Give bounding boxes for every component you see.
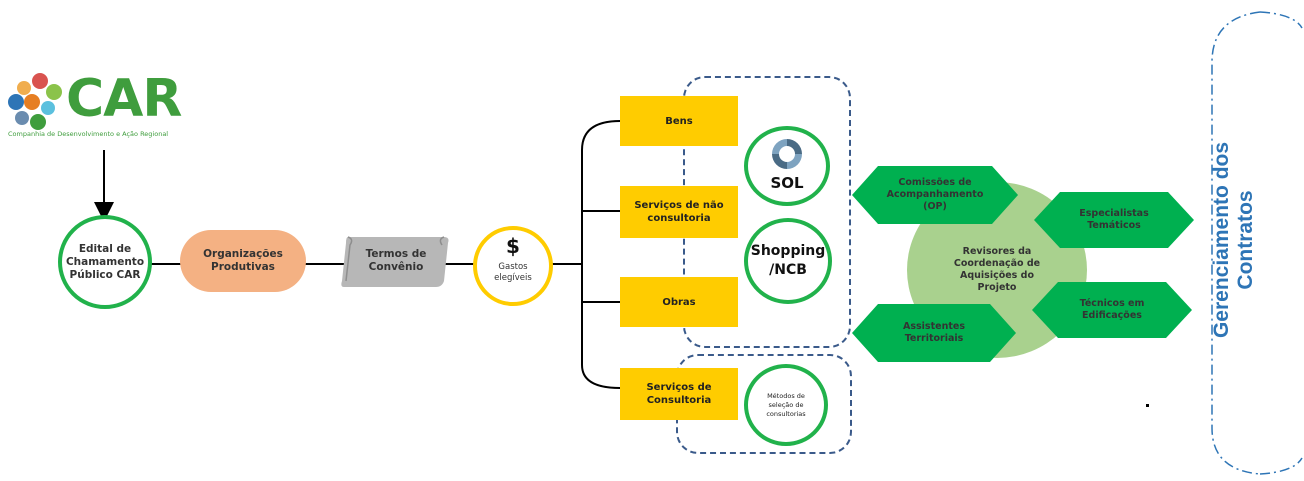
especialistas-label: Especialistas Temáticos xyxy=(1079,208,1149,231)
organizacoes-label: Organizações Produtivas xyxy=(203,248,283,273)
sol-circle: SOL xyxy=(744,126,830,206)
tecnicos-hexagon: Técnicos em Edificações xyxy=(1032,282,1192,338)
category-servicos-nao-consultoria-label: Serviços de não consultoria xyxy=(634,200,724,224)
edital-circle: Edital de Chamamento Público CAR xyxy=(58,215,152,309)
car-logo-icon xyxy=(8,73,62,130)
sol-logo-icon xyxy=(772,139,802,169)
tecnicos-label: Técnicos em Edificações xyxy=(1079,298,1145,321)
edital-label: Edital de Chamamento Público CAR xyxy=(65,242,145,281)
termos-label: Termos de Convênio xyxy=(365,248,427,273)
side-bracket xyxy=(1211,11,1303,475)
category-servicos-nao-consultoria: Serviços de não consultoria xyxy=(620,186,738,238)
scroll-shape xyxy=(341,236,449,287)
gastos-circle: $ Gastos elegíveis xyxy=(473,226,553,306)
sol-label: SOL xyxy=(770,174,804,192)
termos-scroll: Termos de Convênio xyxy=(340,233,450,289)
organizacoes-shape: Organizações Produtivas xyxy=(180,230,306,292)
side-title: Gerenciamento dos Contratos xyxy=(1210,141,1257,339)
category-servicos-consultoria: Serviços de Consultoria xyxy=(620,368,738,420)
category-obras: Obras xyxy=(620,277,738,327)
dollar-icon: $ xyxy=(506,234,520,258)
revisores-label: Revisores da Coordenação de Aquisições d… xyxy=(953,246,1041,293)
category-obras-label: Obras xyxy=(662,296,696,308)
assistentes-label: Assistentes Territoriais xyxy=(903,321,965,344)
shopping-circle: Shopping /NCB xyxy=(744,218,832,304)
car-logo-tagline: Companhia de Desenvolvimento e Ação Regi… xyxy=(8,130,169,138)
gastos-label: Gastos elegíveis xyxy=(494,262,532,283)
assistentes-hexagon: Assistentes Territoriais xyxy=(852,304,1016,362)
category-bens-label: Bens xyxy=(665,115,693,127)
category-bens: Bens xyxy=(620,96,738,146)
car-logo-text: CAR xyxy=(66,69,182,129)
consultoria-methods-circle: Métodos de seleção de consultorias xyxy=(744,364,828,446)
shopping-label: Shopping /NCB xyxy=(750,243,826,278)
especialistas-hexagon: Especialistas Temáticos xyxy=(1034,192,1194,248)
comissoes-hexagon: Comissões de Acompanhamento (OP) xyxy=(852,166,1018,224)
comissoes-label: Comissões de Acompanhamento (OP) xyxy=(886,177,984,212)
dot-mark xyxy=(1146,404,1149,407)
car-logo: CAR Companhia de Desenvolvimento e Ação … xyxy=(6,69,216,146)
consultoria-methods-label: Métodos de seleção de consultorias xyxy=(766,391,806,418)
category-servicos-consultoria-label: Serviços de Consultoria xyxy=(646,382,712,406)
